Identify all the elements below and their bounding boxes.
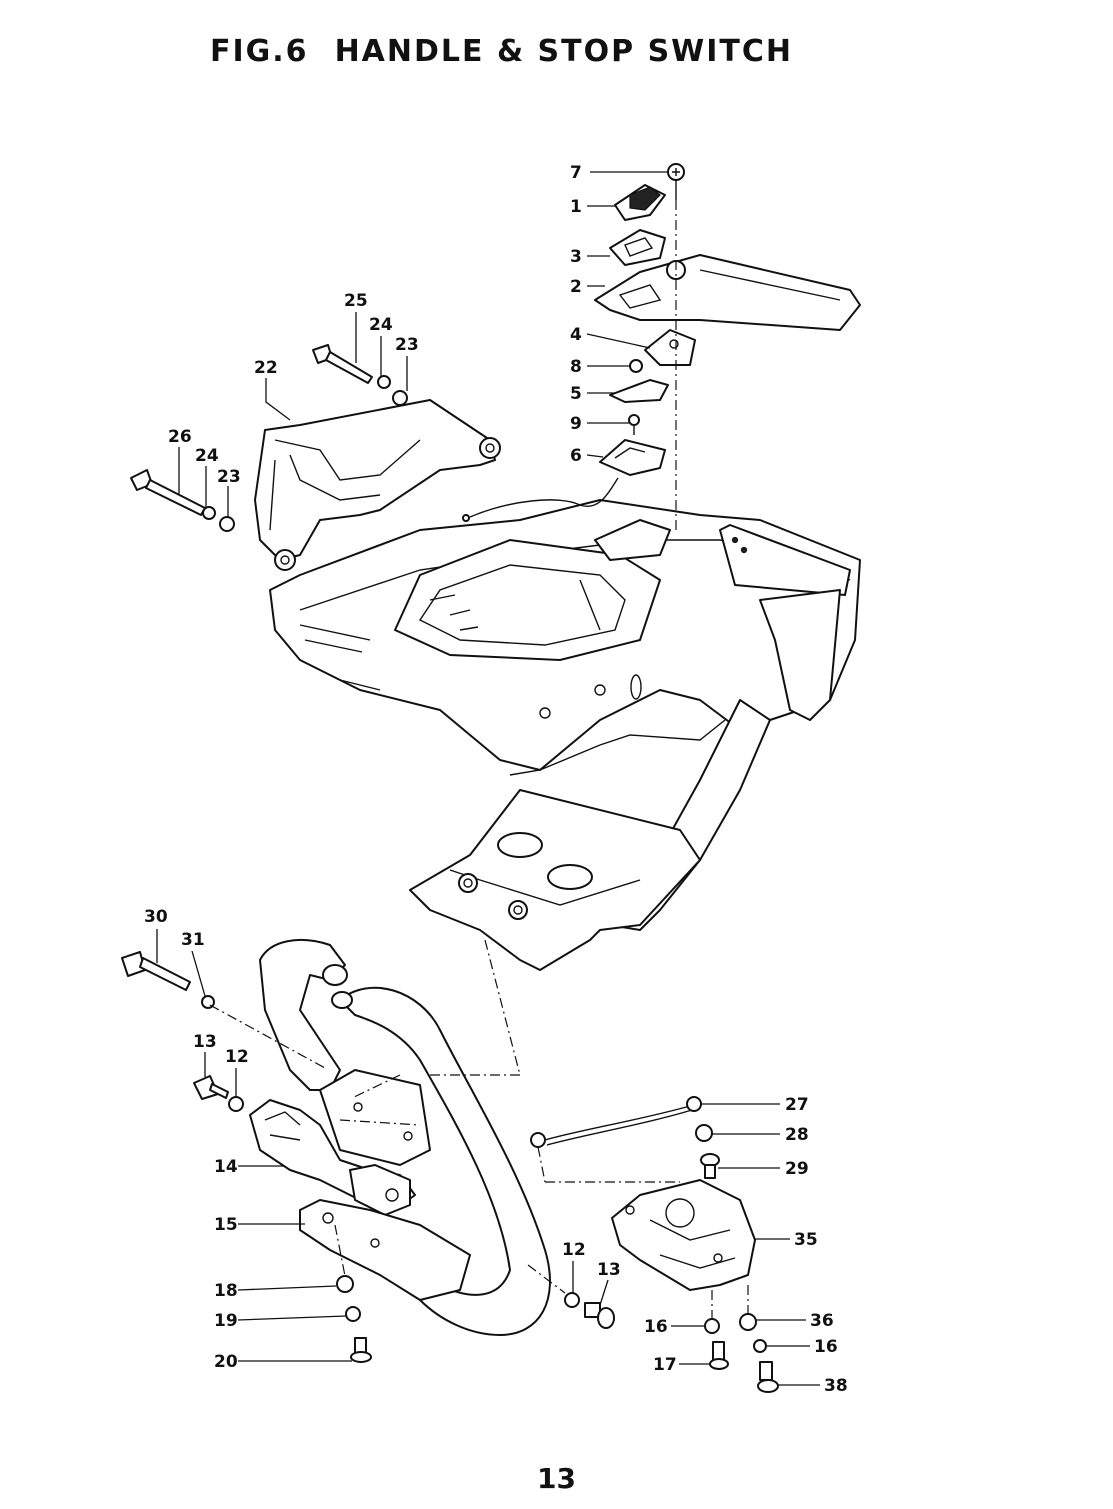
part-4-bracket <box>644 329 696 366</box>
callout: 18 <box>214 1281 238 1301</box>
callout: 9 <box>570 414 582 434</box>
part-14-switch-assembly <box>249 1099 416 1216</box>
callout: 23 <box>217 467 241 487</box>
callout: 23 <box>395 335 419 355</box>
part-15-plate <box>299 1199 471 1301</box>
callout: 6 <box>570 446 582 466</box>
callout: 27 <box>785 1095 809 1115</box>
part-7-screw <box>667 163 685 200</box>
callout: 5 <box>570 384 582 404</box>
callout: 13 <box>597 1260 621 1280</box>
part-29-screw <box>700 1153 720 1179</box>
part-1-switch-knob <box>614 184 666 221</box>
callout: 17 <box>653 1355 677 1375</box>
callout: 24 <box>195 446 219 466</box>
callout: 30 <box>144 907 168 927</box>
callout: 7 <box>570 163 582 183</box>
figure-number: FIG.6 <box>210 34 309 69</box>
part-23-washer <box>392 390 408 406</box>
callout: 14 <box>214 1157 238 1177</box>
part-9-screw <box>628 414 640 435</box>
part-16-washer <box>704 1318 720 1334</box>
rear-handle-body <box>269 499 861 971</box>
part-25-bolt <box>312 344 373 384</box>
callout: 13 <box>193 1032 217 1052</box>
part-13-screw <box>193 1075 229 1100</box>
callout: 20 <box>214 1352 238 1372</box>
part-12b-washer <box>564 1292 580 1308</box>
part-20-screw <box>350 1337 372 1363</box>
part-23b-washer <box>219 516 235 532</box>
callout: 12 <box>225 1047 249 1067</box>
callout: 35 <box>794 1230 818 1250</box>
handle-mount-bracket <box>319 1069 431 1166</box>
callout: 26 <box>168 427 192 447</box>
part-24-washer <box>377 375 391 389</box>
callout: 36 <box>810 1311 834 1331</box>
part-28-washer <box>695 1124 713 1142</box>
part-2-cover <box>594 254 861 331</box>
assembly-lines <box>209 939 749 1318</box>
callout: 22 <box>254 358 278 378</box>
callout: 19 <box>214 1311 238 1331</box>
callout-labels: 7 1 3 2 4 8 5 9 6 25 24 23 22 26 24 23 3… <box>144 163 848 1396</box>
part-22-lever <box>254 399 501 571</box>
part-12-washer <box>228 1096 244 1112</box>
callout: 29 <box>785 1159 809 1179</box>
callout: 15 <box>214 1215 238 1235</box>
stop-switch-wire <box>469 477 619 518</box>
part-5-spring-plate <box>609 379 669 403</box>
figure-title: FIG.6 HANDLE & STOP SWITCH <box>210 34 793 69</box>
callout: 38 <box>824 1376 848 1396</box>
part-17-screw <box>709 1341 729 1370</box>
part-35-bracket <box>611 1179 756 1291</box>
part-36-washer <box>739 1313 757 1331</box>
page-number: 13 <box>537 1462 576 1495</box>
part-19-washer <box>345 1306 361 1322</box>
callout: 25 <box>344 291 368 311</box>
callout: 1 <box>570 197 582 217</box>
part-16b-washer <box>753 1339 767 1353</box>
part-38-screw <box>757 1361 779 1393</box>
part-8-nut <box>629 359 643 373</box>
callout: 12 <box>562 1240 586 1260</box>
leader-lines <box>156 171 820 1386</box>
part-18-washer <box>336 1275 354 1293</box>
callout: 24 <box>369 315 393 335</box>
part-13b-screw <box>584 1302 615 1329</box>
figure-name: HANDLE & STOP SWITCH <box>334 34 794 69</box>
part-6-switch <box>599 439 666 476</box>
front-handle-bar <box>259 939 551 1336</box>
callout: 2 <box>570 277 582 297</box>
part-30-bolt <box>121 951 191 991</box>
part-24b-washer <box>202 506 216 520</box>
callout: 31 <box>181 930 205 950</box>
callout: 16 <box>814 1337 838 1357</box>
mount-axis <box>339 1119 421 1126</box>
callout: 28 <box>785 1125 809 1145</box>
callout: 3 <box>570 247 582 267</box>
part-27-ground-wire <box>530 1096 702 1148</box>
callout: 4 <box>570 325 582 345</box>
callout: 16 <box>644 1317 668 1337</box>
part-26-bolt <box>130 469 206 516</box>
part-3-plate <box>609 229 666 266</box>
callout: 8 <box>570 357 582 377</box>
